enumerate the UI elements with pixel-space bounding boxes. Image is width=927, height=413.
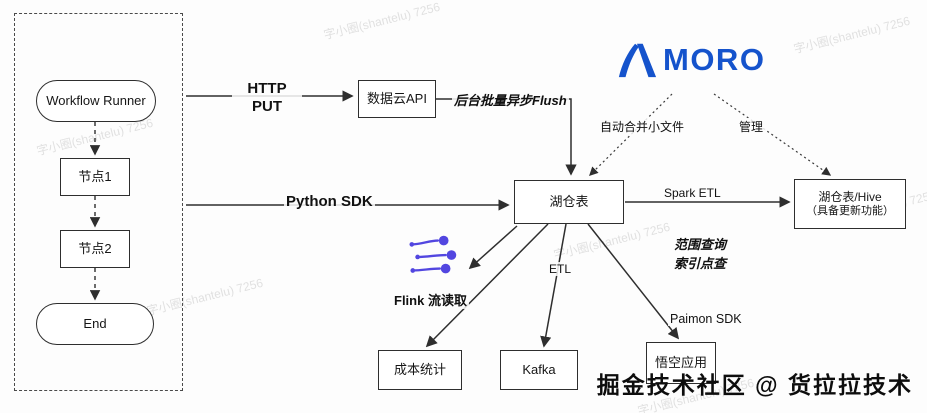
end-node-label: End — [83, 315, 107, 331]
http-put-label: HTTP PUT — [232, 80, 302, 116]
cost-stats-node: 成本统计 — [378, 350, 462, 390]
workflow-runner-label: Workflow Runner — [46, 92, 146, 108]
spark-etl-label: Spark ETL — [662, 186, 723, 200]
end-node: End — [36, 303, 154, 345]
flink-read-label: Flink 流读取 — [392, 290, 469, 309]
wukong-app-label: 悟空应用 — [654, 354, 707, 370]
workflow-panel — [14, 13, 183, 391]
lakehouse-table-label: 湖仓表 — [549, 193, 589, 209]
data-cloud-api-label: 数据云API — [367, 90, 427, 106]
workflow-runner-node: Workflow Runner — [36, 80, 156, 122]
node-1: 节点1 — [60, 158, 130, 196]
range-query-label: 范围查询 索引点查 — [672, 236, 729, 274]
range-query-line2: 索引点查 — [674, 255, 727, 271]
watermark: 字小圈(shantelu) 7256 — [552, 219, 672, 263]
wukong-app-node: 悟空应用 — [646, 342, 716, 384]
data-cloud-api-node: 数据云API — [358, 80, 436, 118]
paimon-sdk-label: Paimon SDK — [668, 312, 744, 326]
python-sdk-label: Python SDK — [284, 193, 375, 210]
watermark: 字小圈(shantelu) 7256 — [792, 13, 912, 57]
hive-table-node: 湖仓表/Hive （具备更新功能） — [794, 179, 906, 229]
node-2: 节点2 — [60, 230, 130, 268]
put-label: PUT — [252, 98, 282, 115]
kafka-label: Kafka — [522, 361, 556, 377]
amoro-logo-text: MORO — [663, 42, 766, 77]
range-query-line1: 范围查询 — [674, 237, 727, 252]
lakehouse-table-node: 湖仓表 — [514, 180, 624, 224]
amoro-logo: MORO — [616, 40, 765, 80]
node-2-label: 节点2 — [78, 240, 112, 256]
auto-merge-label: 自动合并小文件 — [598, 118, 687, 135]
node-1-label: 节点1 — [78, 168, 112, 184]
hive-table-sublabel: （具备更新功能） — [806, 204, 894, 217]
footer-brand: 掘金技术社区 @ 货拉拉技术 — [596, 372, 913, 398]
amoro-a-icon — [618, 43, 657, 78]
manage-label: 管理 — [737, 118, 766, 135]
kafka-node: Kafka — [500, 350, 578, 390]
etl-label: ETL — [547, 262, 574, 276]
flink-stream-icon — [409, 235, 457, 274]
hive-table-label: 湖仓表/Hive — [818, 189, 882, 204]
http-label: HTTP — [247, 80, 287, 97]
watermark: 字小圈(shantelu) 7256 — [322, 0, 442, 43]
cost-stats-label: 成本统计 — [393, 361, 446, 377]
flush-label: 后台批量异步Flush — [452, 90, 569, 109]
